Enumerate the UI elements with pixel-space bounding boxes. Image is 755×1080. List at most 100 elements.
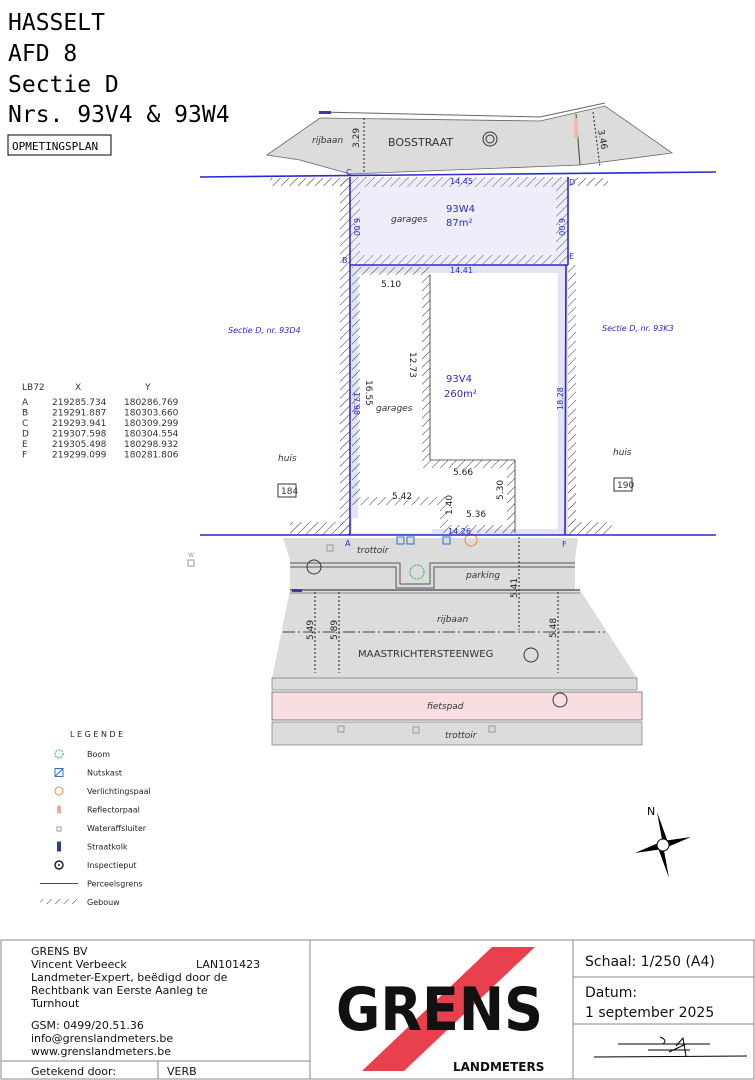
reflector-post-icon — [57, 805, 61, 814]
title-block: GRENS BV Vincent Verbeeck LAN101423 Land… — [0, 939, 755, 1080]
point-a: A — [345, 539, 351, 548]
coord-y: 180281.806 — [124, 451, 179, 461]
coord-x: 219285.734 — [52, 398, 107, 408]
manhole-icon — [523, 647, 539, 663]
dim-road-4: 5.48 — [549, 618, 559, 638]
drawn-by-label: Getekend door: — [31, 1065, 116, 1078]
dim-road-top-1: 3.29 — [352, 128, 362, 148]
legend-title: L E G E N D E — [70, 730, 123, 739]
road-lane-label: rijbaan — [312, 136, 343, 146]
surveyor-desc-2: Rechtbank van Eerste Aanleg te — [31, 984, 208, 997]
parcel-w4-area: 87m² — [446, 218, 472, 229]
plan-header: HASSELT AFD 8 Sectie D Nrs. 93V4 & 93W4 … — [7, 10, 230, 156]
legend-label: Inspectieput — [87, 861, 137, 870]
coord-y: 180304.554 — [124, 430, 179, 440]
bosstraat-road: rijbaan BOSSTRAAT 3.29 3.46 — [265, 102, 674, 175]
legend-label: Straatkolk — [87, 843, 128, 852]
sidewalk-label-top: trottoir — [357, 546, 390, 556]
surveyor-desc-3: Turnhout — [30, 997, 80, 1010]
neighbor-left-label: Sectie D, nr. 93D4 — [228, 326, 301, 335]
house-number-left: 184 — [281, 487, 298, 497]
header-section: Sectie D — [8, 72, 119, 98]
point-e: E — [569, 252, 574, 261]
dim-g6: 5.42 — [392, 492, 412, 502]
point-d: D — [569, 178, 575, 187]
coord-x-header: X — [75, 383, 81, 393]
date-label: Datum: — [585, 985, 637, 1001]
street-light-icon — [54, 786, 64, 796]
dim-road-top-2: 3.46 — [595, 129, 608, 151]
coord-y-header: Y — [144, 383, 151, 393]
legend-label: Reflectorpaal — [87, 806, 140, 815]
coord-y: 180309.299 — [124, 419, 179, 429]
north-arrow-icon: N — [635, 805, 691, 878]
dim-bc: 6.00 — [352, 218, 361, 236]
email-link[interactable]: info@grenslandmeters.be — [31, 1032, 173, 1045]
legend-label: Nutskast — [87, 769, 122, 778]
water-valve-icon — [412, 726, 420, 734]
utility-box-icon — [442, 536, 451, 545]
street-name-bottom: MAASTRICHTERSTEENWEG — [358, 649, 493, 660]
plan-type-box — [7, 134, 112, 156]
surveyor-desc-1: Landmeter-Expert, beëdigd door de — [31, 971, 228, 984]
dim-road-3: 5.41 — [510, 578, 520, 598]
dim-de: 6.00 — [557, 218, 566, 236]
coord-x: 219293.941 — [52, 419, 106, 429]
logo-main-text: GRENS — [336, 975, 543, 1045]
drain-icon — [57, 841, 61, 852]
coord-point: E — [22, 440, 28, 450]
garages-label-top: garages — [391, 215, 428, 225]
bike-path-label: fietspad — [427, 702, 464, 712]
parcel-v4-area: 260m² — [444, 389, 477, 400]
dim-g3: 16.55 — [363, 380, 373, 406]
tree-icon — [409, 564, 425, 580]
coord-x: 219299.099 — [52, 451, 107, 461]
dim-g8: 5.36 — [466, 510, 486, 520]
north-label: N — [647, 805, 655, 818]
house-number-right-box — [613, 477, 633, 492]
point-f: F — [562, 540, 567, 549]
dim-top: 14.45 — [450, 177, 473, 186]
dim-mid: 14.41 — [450, 266, 473, 275]
manhole-icon — [482, 131, 498, 147]
drawn-by-value: VERB — [167, 1065, 197, 1078]
water-valve-icon — [56, 826, 62, 832]
parcel-boundaries — [199, 171, 717, 536]
plan-type: OPMETINGSPLAN — [12, 140, 98, 153]
legend-label: Boom — [87, 750, 110, 759]
coord-point: B — [22, 409, 28, 419]
phone-number: GSM: 0499/20.51.36 — [31, 1019, 144, 1032]
scale-label: Schaal: 1/250 (A4) — [585, 954, 715, 970]
street-light-icon — [464, 533, 478, 547]
coord-point: A — [22, 398, 29, 408]
coord-point: D — [22, 430, 29, 440]
water-valve-icon — [488, 725, 496, 733]
parcel-w4-id: 93W4 — [446, 204, 475, 215]
utility-box-icon — [406, 536, 415, 545]
coord-y: 180298.932 — [124, 440, 178, 450]
legend: L E G E N D E BoomNutskastVerlichtingspa… — [40, 730, 151, 907]
dim-ef: 18.28 — [556, 387, 565, 410]
water-valve-icon — [187, 559, 195, 567]
street-name-top: BOSSTRAAT — [388, 136, 453, 149]
coord-x: 219305.498 — [52, 440, 107, 450]
manhole-icon — [552, 692, 568, 708]
coord-y: 180303.660 — [124, 409, 179, 419]
signature-image — [593, 1036, 748, 1058]
water-valve-label: W — [188, 552, 194, 559]
header-city: HASSELT — [8, 10, 105, 36]
garages-label-bottom: garages — [376, 404, 413, 414]
website-link[interactable]: www.grenslandmeters.be — [31, 1045, 171, 1058]
legend-label: Gebouw — [87, 898, 120, 907]
license-number: LAN101423 — [196, 958, 260, 971]
dim-g1: 5.10 — [381, 280, 401, 290]
coord-point: C — [22, 419, 28, 429]
neighbor-right-label: Sectie D, nr. 93K3 — [602, 324, 674, 333]
house-number-left-box — [277, 483, 297, 498]
manhole-icon — [54, 860, 64, 870]
utility-box-icon — [396, 536, 405, 545]
parcel-93v4: 93V4 260m² garages 14.41 5.10 12.73 16.5… — [350, 265, 568, 536]
sidewalk-label-bottom: trottoir — [445, 731, 478, 741]
dim-g5: 5.30 — [496, 480, 506, 500]
